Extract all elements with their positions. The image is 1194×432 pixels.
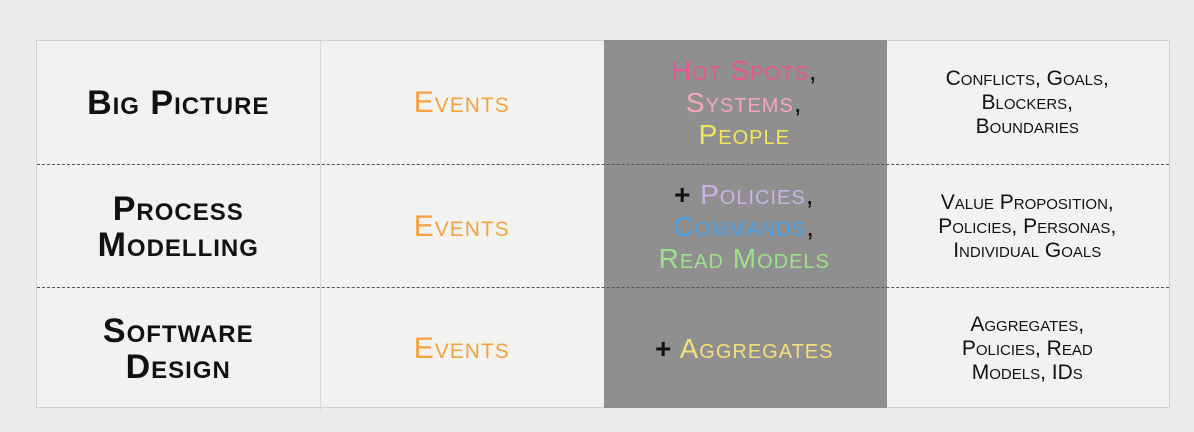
comma: , <box>793 86 803 118</box>
table-row-big-picture: Big Picture Events Hot Spots, Systems, P… <box>37 41 1169 164</box>
sticky-line: Systems, <box>671 87 818 119</box>
events-cell: Events <box>319 41 604 164</box>
hot-spots-label: Hot Spots <box>670 54 809 86</box>
policies-label: Policies <box>700 178 806 210</box>
level-cell: Big Picture <box>37 41 320 164</box>
read-models-label: Read Models <box>658 242 830 274</box>
plus-sign: + <box>655 333 673 364</box>
level-label: Process Modelling <box>98 191 259 263</box>
commands-label: Commands <box>673 210 807 242</box>
outcome-line: Policies, Personas, <box>938 214 1117 238</box>
highlighted-column <box>604 40 887 408</box>
outcome-line: Blockers, <box>981 90 1073 114</box>
events-label: Events <box>413 209 510 243</box>
sticky-line: + Policies, <box>659 179 830 211</box>
aggregates-label: Aggregates <box>679 333 834 364</box>
sticky-line: Read Models <box>659 243 830 275</box>
level-line: Software <box>102 312 254 350</box>
outcome-line: Individual Goals <box>953 238 1102 262</box>
comma: , <box>806 210 815 242</box>
events-label: Events <box>413 85 510 119</box>
outcome-line: Boundaries <box>975 114 1079 138</box>
outcomes-list: Aggregates, Policies, Read Models, IDs <box>962 313 1093 385</box>
level-cell: Software Design <box>37 288 320 410</box>
sticky-line: Hot Spots, <box>671 55 818 87</box>
outcomes-cell: Aggregates, Policies, Read Models, IDs <box>886 288 1170 410</box>
level-cell: Process Modelling <box>37 165 320 288</box>
outcome-line: Models, IDs <box>971 361 1083 384</box>
stickies-cell: + Aggregates <box>603 288 886 410</box>
sticky-line: + Aggregates <box>655 333 833 365</box>
stickies-list: + Aggregates <box>655 333 833 365</box>
sticky-line: People <box>671 119 818 151</box>
comma: , <box>808 54 818 86</box>
outcome-line: Value Proposition, <box>940 190 1114 214</box>
outcomes-cell: Conflicts, Goals, Blockers, Boundaries <box>886 41 1170 164</box>
outcomes-list: Value Proposition, Policies, Personas, I… <box>938 191 1116 263</box>
outcome-line: Policies, Read <box>961 337 1093 360</box>
level-line: Modelling <box>97 225 259 264</box>
events-cell: Events <box>319 165 604 288</box>
events-cell: Events <box>319 288 604 410</box>
outcome-line: Conflicts, Goals, <box>945 66 1109 90</box>
systems-label: Systems <box>685 86 794 118</box>
stickies-list: + Policies, Commands, Read Models <box>659 179 830 275</box>
level-line: Design <box>125 348 231 386</box>
level-label: Big Picture <box>87 83 270 122</box>
sticky-line: Commands, <box>659 211 830 243</box>
outcomes-list: Conflicts, Goals, Blockers, Boundaries <box>946 67 1109 139</box>
outcome-line: Aggregates, <box>970 313 1085 336</box>
eventstorming-levels-table: Big Picture Events Hot Spots, Systems, P… <box>36 40 1170 410</box>
stickies-list: Hot Spots, Systems, People <box>671 55 818 151</box>
stickies-cell: Hot Spots, Systems, People <box>603 41 886 164</box>
plus-sign: + <box>673 178 692 210</box>
outcomes-cell: Value Proposition, Policies, Personas, I… <box>886 165 1170 288</box>
stickies-cell: + Policies, Commands, Read Models <box>603 165 886 288</box>
level-label: Software Design <box>103 313 254 385</box>
level-line: Process <box>112 189 244 228</box>
table-row-process-modelling: Process Modelling Events + Policies, Com… <box>37 164 1169 288</box>
comma: , <box>805 178 815 210</box>
people-label: People <box>698 118 790 150</box>
table-row-software-design: Software Design Events + Aggregates Aggr… <box>37 287 1169 410</box>
events-label: Events <box>413 332 510 365</box>
